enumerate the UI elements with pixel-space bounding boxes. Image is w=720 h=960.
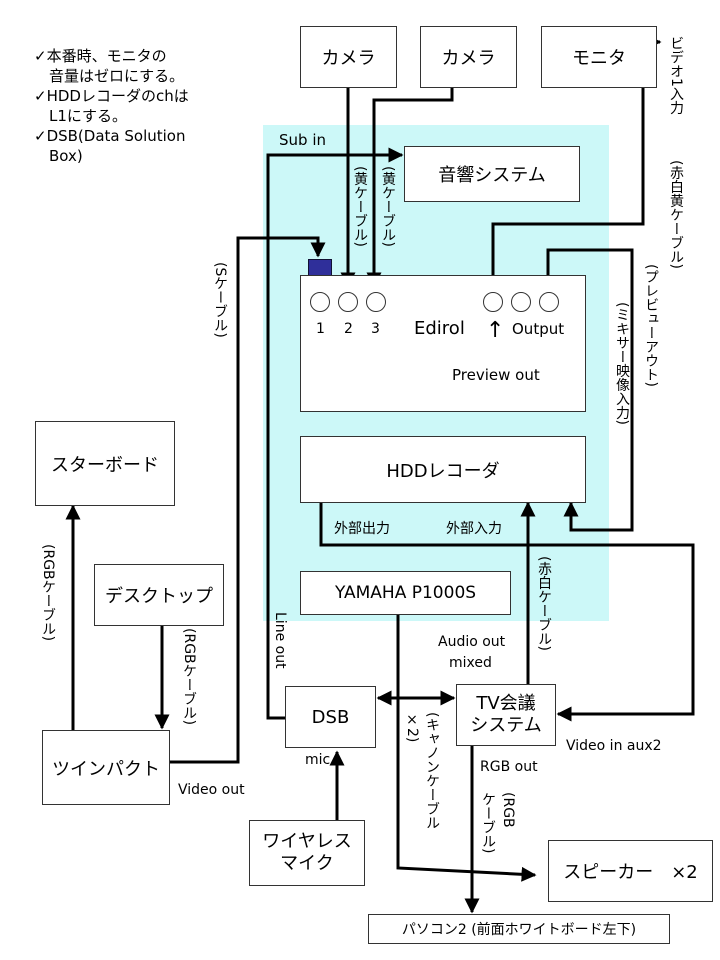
monitor-label: モニタ [572, 48, 626, 69]
rgb-cable-bottom-label-1: (RGB [500, 792, 516, 828]
rgb-cable-desktop-label: (RGBケーブル) [181, 628, 197, 726]
note-1: ✓本番時、モニタの [34, 47, 167, 65]
canon-cable-label: (キャノンケーブル [424, 712, 440, 830]
wireless-mic-label-2: マイク [280, 853, 334, 874]
hdd-recorder: HDDレコーダ [300, 436, 586, 503]
edirol-output-label: Output [512, 320, 565, 338]
speaker-label: スピーカー ×2 [563, 862, 698, 883]
wire-hdd-tvconf [319, 503, 695, 722]
starboard-label: スターボード [51, 454, 159, 476]
s-cable-label: (Sケーブル) [212, 262, 228, 338]
edirol-label: Edirol [414, 318, 465, 339]
wire-yamaha-speaker [396, 615, 537, 882]
audio-mixed-label: mixed [449, 655, 492, 671]
tv-conference-label-2: システム [470, 715, 542, 736]
note-3: ✓DSB(Data Solution [34, 127, 186, 145]
video-out-label: Video out [178, 782, 245, 798]
starboard: スターボード [35, 421, 175, 506]
edirol-input-2 [338, 292, 358, 312]
tv-conference-label-1: TV会議 [476, 693, 536, 714]
desktop-label: デスクトップ [105, 586, 213, 607]
note-2: ✓HDDレコーダのchは [34, 87, 189, 105]
camera-2-label: カメラ [441, 48, 496, 69]
edirol-input-3-label: 3 [371, 321, 380, 337]
speaker: スピーカー ×2 [548, 840, 713, 902]
line-out-label: Line out [272, 612, 288, 669]
wire-dsb-audio [266, 147, 404, 720]
external-input-label: 外部入力 [446, 521, 502, 537]
external-output-label: 外部出力 [334, 521, 390, 537]
camera-2: カメラ [420, 26, 517, 88]
edirol-output-port-2 [539, 292, 559, 312]
hdd-recorder-label: HDDレコーダ [386, 460, 500, 482]
camera-1-label: カメラ [321, 48, 376, 69]
edirol-input-1-label: 1 [316, 321, 325, 337]
video-in-aux2-label: Video in aux2 [566, 738, 662, 754]
note-3b: Box) [49, 147, 83, 165]
tv-conference-system: TV会議 システム [456, 684, 556, 746]
audio-system-label: 音響システム [438, 165, 546, 186]
preview-arrow: ↑ [486, 318, 505, 343]
edirol-input-3 [366, 292, 386, 312]
dsb-label: DSB [311, 706, 350, 728]
yellow-cable-label-1: (黄ケーブル) [352, 166, 368, 247]
edirol-input-1 [310, 292, 330, 312]
wire-output-hdd [546, 248, 634, 532]
twinpact-label: ツインパクト [52, 758, 160, 780]
notes: ✓本番時、モニタの 音量はゼロにする。 ✓HDDレコーダのchは L1にする。 … [34, 46, 189, 166]
desktop: デスクトップ [94, 564, 224, 626]
note-2b: L1にする。 [49, 107, 128, 125]
edirol-input-2-label: 2 [344, 321, 353, 337]
audio-out-label: Audio out [438, 634, 506, 650]
preview-out-label: Preview out [452, 366, 540, 384]
edirol-output-port-1 [511, 292, 531, 312]
yamaha-amp: YAMAHA P1000S [300, 571, 511, 615]
twinpact: ツインパクト [42, 730, 170, 805]
dsb: DSB [285, 686, 376, 748]
canon-x2-label: ×2) [404, 712, 420, 743]
rgb-out-label: RGB out [480, 759, 538, 775]
rgb-cable-left-label: (RGBケーブル) [40, 544, 56, 642]
wireless-mic: ワイヤレス マイク [249, 820, 365, 886]
mixer-video-in-label: (ミキサー映像入力) [614, 302, 630, 425]
yamaha-label: YAMAHA P1000S [334, 583, 477, 603]
audio-system: 音響システム [404, 146, 580, 202]
yellow-cable-label-2: (黄ケーブル) [380, 166, 396, 247]
wire-camera2-edirol [366, 88, 454, 288]
rw-cable-label: (赤白ケーブル) [536, 556, 552, 651]
pc2-label: パソコン2 (前面ホワイトボード左下) [401, 922, 637, 938]
video1-input-label: ビデオ1入力 [668, 36, 684, 115]
camera-1: カメラ [300, 26, 397, 88]
rgb-cable-bottom-label-2: ケーブル) [480, 792, 496, 854]
preview-out-cable-label: (プレビューアウト) [643, 264, 659, 387]
wireless-mic-label-1: ワイヤレス [262, 831, 352, 852]
sub-in-label: Sub in [279, 131, 326, 149]
pc2: パソコン2 (前面ホワイトボード左下) [368, 914, 670, 944]
mic-label: mic [305, 752, 331, 768]
monitor: モニタ [541, 26, 657, 88]
note-1b: 音量はゼロにする。 [49, 67, 185, 85]
wire-twinpact-subin [170, 236, 326, 764]
rwy-cable-label: (赤白黄ケーブル) [668, 160, 684, 269]
edirol-preview-port [483, 292, 503, 312]
